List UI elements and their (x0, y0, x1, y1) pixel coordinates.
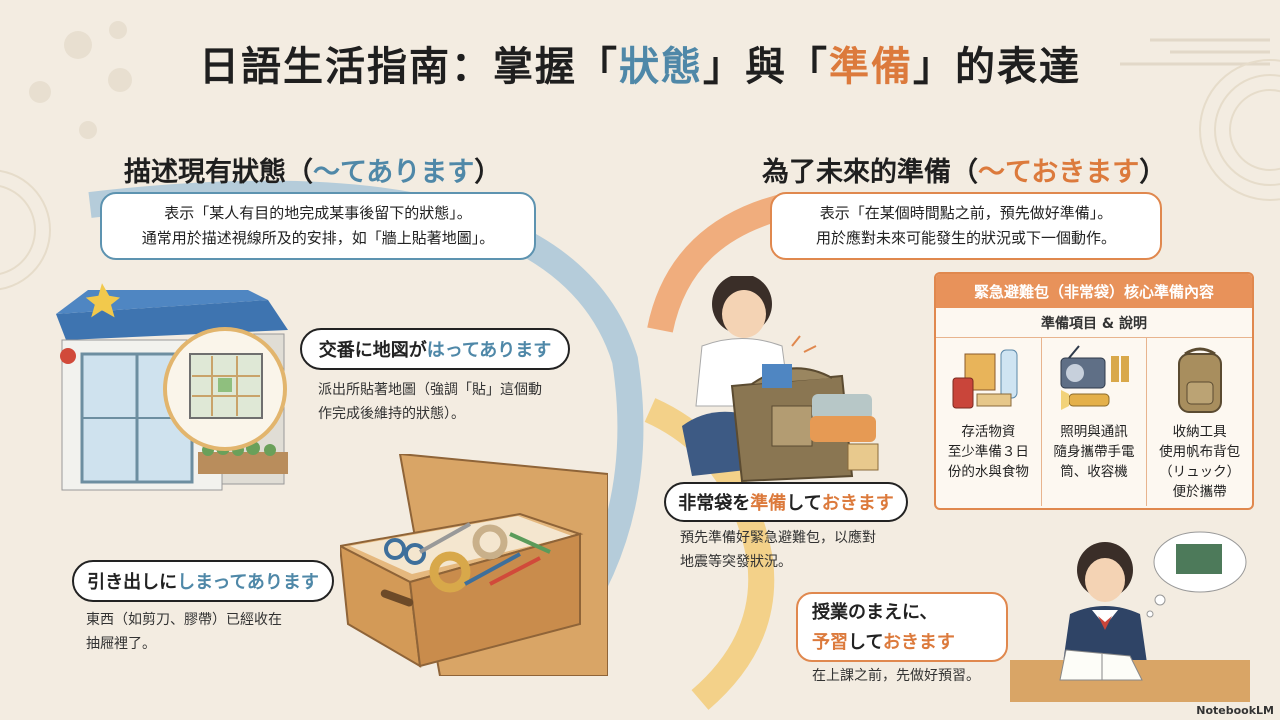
left-example2-caption: 東西（如剪刀、膠帶）已經收在 抽屜裡了。 (86, 612, 282, 652)
sakura-decoration-icon (29, 21, 132, 139)
kit-item-storage: 收納工具 使用帆布背包 （リュック） 便於攜帶 (1146, 338, 1252, 506)
right-definition-line1: 表示「在某個時間點之前，預先做好準備」。 (819, 204, 1113, 222)
right-definition-line2: 用於應對未來可能發生的狀況或下一個動作。 (815, 229, 1116, 247)
left-definition-line1: 表示「某人有目的地完成某事後留下的狀態」。 (164, 204, 472, 222)
right-example2-sentence: 授業のまえに、 予習しておきます (796, 592, 1008, 662)
right-example1-caption: 預先準備好緊急避難包，以應對 地震等突發狀況。 (680, 530, 876, 570)
right-section-title: 為了未來的準備（〜ておきます） (762, 157, 1167, 188)
right-definition-box: 表示「在某個時間點之前，預先做好準備」。 用於應對未來可能發生的狀況或下一個動作… (770, 192, 1162, 260)
right-example1-sentence: 非常袋を準備しておきます (664, 482, 908, 522)
title-highlight-prep: 準備 (829, 44, 913, 90)
left-section-title: 描述現有狀態（〜てあります） (124, 157, 502, 188)
packing-bag-illustration (682, 276, 879, 483)
page-title: 日語生活指南：掌握「狀態」與「準備」的表達 (199, 44, 1081, 90)
food-water-icon (952, 349, 1018, 409)
left-example1-sentence: 交番に地図がはってあります (300, 328, 570, 370)
student-studying-illustration (1010, 531, 1250, 702)
kit-header: 緊急避難包（非常袋）核心準備內容 (936, 274, 1252, 308)
kit-item-lighting: 照明與通訊 隨身攜帶手電 筒、收容機 (1040, 338, 1147, 506)
map-zoom-illustration (163, 327, 287, 451)
radio-flashlight-icon (1060, 345, 1129, 410)
backpack-icon (1177, 347, 1222, 413)
notebooklm-brand: NotebookLM (1196, 704, 1274, 717)
left-example2-sentence: 引き出しにしまってあります (72, 560, 334, 602)
left-definition-box: 表示「某人有目的地完成某事後留下的狀態」。 通常用於描述視線所及的安排，如「牆上… (100, 192, 536, 260)
left-example1-caption: 派出所貼著地圖（強調「貼」這個動 作完成後維持的狀態）。 (318, 382, 542, 422)
emergency-kit-panel: 緊急避難包（非常袋）核心準備內容 準備項目 & 說明 存活物資 至少準備３日 份… (934, 272, 1254, 510)
kit-item-supplies: 存活物資 至少準備３日 份的水與食物 (936, 338, 1041, 506)
left-definition-line2: 通常用於描述視線所及的安排，如「牆上貼著地圖」。 (141, 229, 495, 247)
drawer-illustration (340, 454, 608, 676)
title-highlight-state: 狀態 (619, 44, 703, 90)
kit-subheader: 準備項目 & 說明 (936, 308, 1252, 338)
right-example2-caption: 在上課之前，先做好預習。 (812, 668, 980, 684)
